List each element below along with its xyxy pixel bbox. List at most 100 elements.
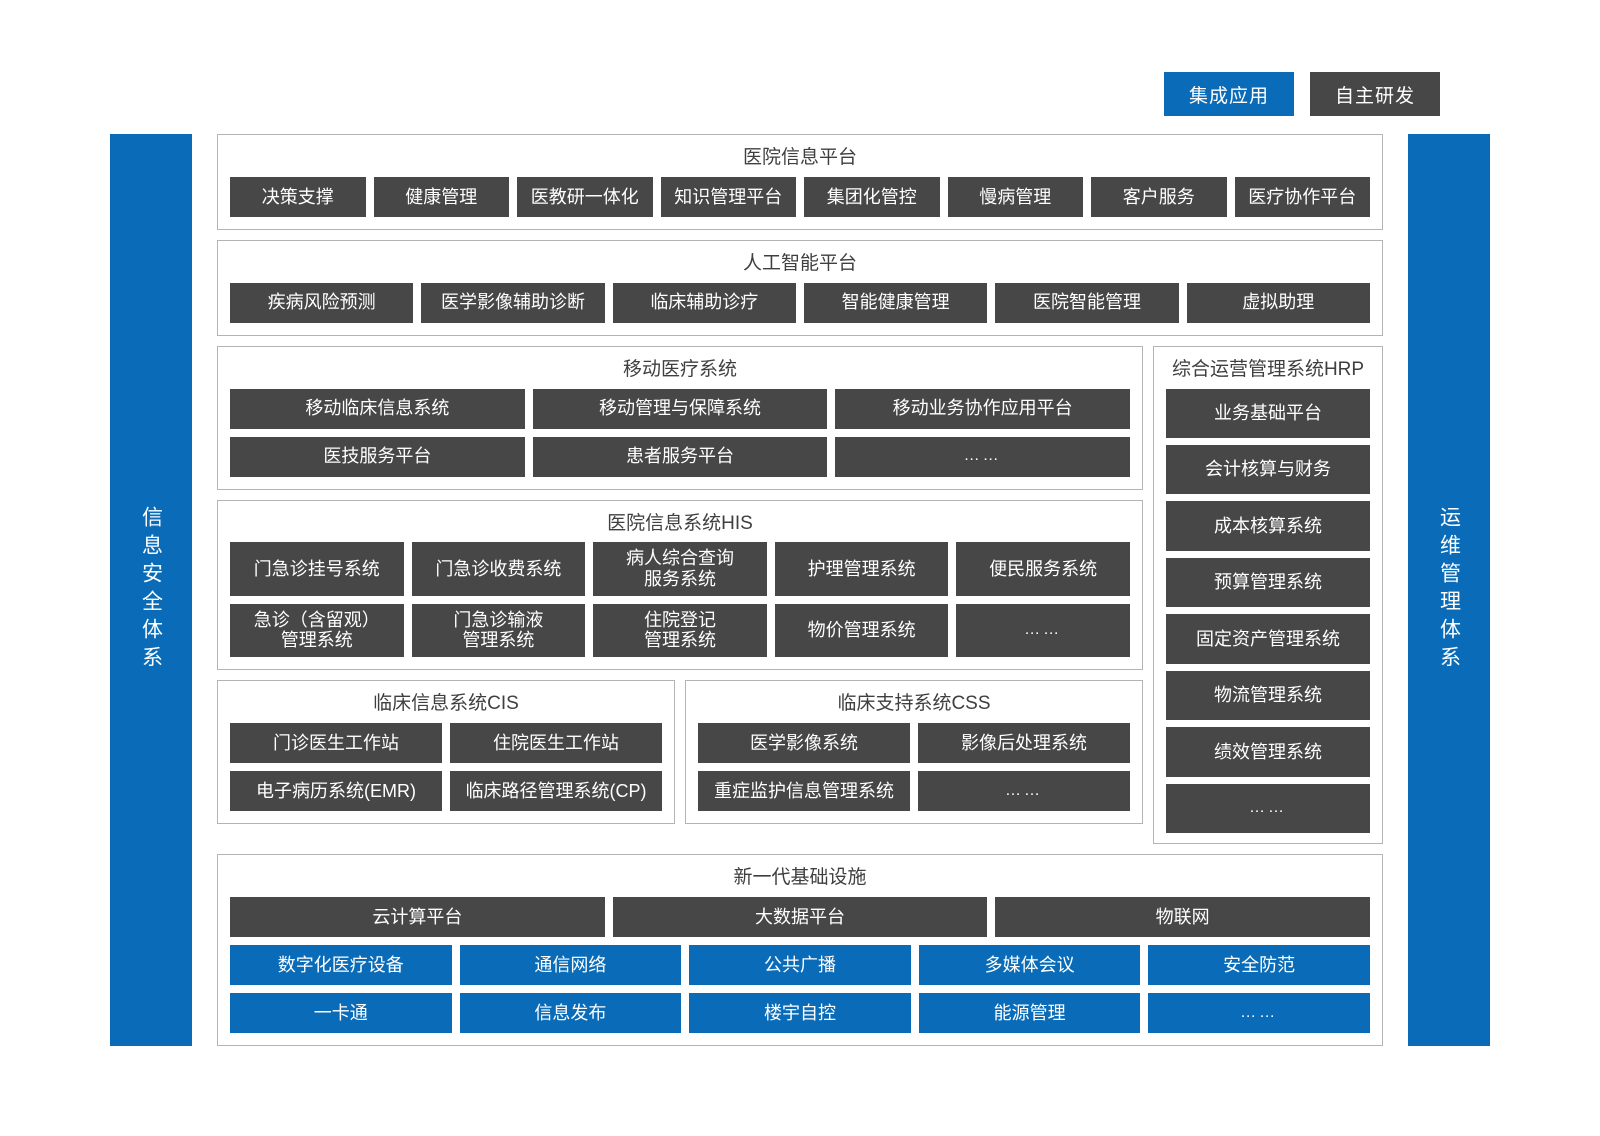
module-box[interactable]: 楼宇自控 — [689, 993, 911, 1033]
panel-title: 医院信息系统HIS — [607, 512, 753, 534]
panel-title: 临床支持系统CSS — [837, 693, 991, 715]
module-box[interactable]: 门诊医生工作站 — [230, 722, 442, 763]
panel-title: 医院信息平台 — [742, 147, 857, 168]
module-box[interactable]: 医学影像辅助诊断 — [421, 282, 605, 323]
module-box[interactable]: 固定资产管理系统 — [1166, 614, 1370, 664]
module-box[interactable]: 临床路径管理系统(CP) — [450, 770, 662, 811]
module-box[interactable]: 信息发布 — [459, 993, 682, 1033]
module-box[interactable]: 便民服务系统 — [956, 542, 1130, 596]
module-box[interactable]: 多媒体会议 — [918, 945, 1141, 985]
box-row: 医技服务平台 患者服务平台 …… — [230, 436, 1131, 477]
module-box[interactable]: 移动业务协作应用平台 — [835, 388, 1131, 429]
module-box[interactable]: 移动管理与保障系统 — [532, 388, 828, 429]
module-box[interactable]: 患者服务平台 — [532, 436, 828, 477]
module-box[interactable]: 能源管理 — [918, 993, 1141, 1033]
module-box[interactable]: 住院医生工作站 — [450, 722, 662, 763]
panel-title: 综合运营管理系统HRP — [1171, 358, 1365, 380]
sidebar-information-security: 信息安全体系 — [110, 134, 192, 1046]
module-box[interactable]: 疾病风险预测 — [230, 282, 414, 323]
module-box[interactable]: 物价管理系统 — [774, 603, 949, 658]
module-box[interactable]: 医教研一体化 — [517, 176, 653, 217]
sidebar-operations-management: 运维管理体系 — [1408, 134, 1490, 1046]
layer-mobile-medical-system: 移动医疗系统 移动临床信息系统 移动管理与保障系统 移动业务协作应用平台 医技服… — [217, 345, 1143, 490]
module-box[interactable]: 绩效管理系统 — [1166, 727, 1370, 777]
module-box-more[interactable]: …… — [1148, 993, 1370, 1033]
module-box[interactable]: 云计算平台 — [230, 897, 605, 937]
panel-title: 移动医疗系统 — [622, 358, 737, 380]
hrp-list: 业务基础平台 会计核算与财务 成本核算系统 预算管理系统 固定资产管理系统 物流… — [1166, 388, 1370, 834]
module-box[interactable]: 重症监护信息管理系统 — [698, 770, 910, 811]
layer-his: 医院信息系统HIS 门急诊挂号系统 门急诊收费系统 病人综合查询 服务系统 护理… — [217, 499, 1143, 671]
cis-css-row: 临床信息系统CIS 门诊医生工作站 住院医生工作站 电子病历系统(EMR) 临床… — [217, 680, 1143, 824]
layer-infrastructure: 新一代基础设施 云计算平台 大数据平台 物联网 数字化医疗设备 通信网络 公共广… — [217, 854, 1383, 1046]
module-box[interactable]: 护理管理系统 — [774, 542, 949, 596]
mid-right-column: 综合运营管理系统HRP 业务基础平台 会计核算与财务 成本核算系统 预算管理系统… — [1153, 345, 1383, 845]
layers-column: 医院信息平台 决策支撑 健康管理 医教研一体化 知识管理平台 集团化管控 慢病管… — [217, 134, 1383, 1046]
module-box[interactable]: 住院登记 管理系统 — [593, 603, 767, 658]
module-box[interactable]: 安全防范 — [1148, 945, 1370, 985]
architecture-frame: 信息安全体系 医院信息平台 决策支撑 健康管理 医教研一体化 知识管理平台 集团… — [110, 134, 1490, 1046]
module-box-more[interactable]: …… — [1166, 783, 1370, 834]
module-box[interactable]: 影像后处理系统 — [918, 722, 1130, 763]
box-row: 门急诊挂号系统 门急诊收费系统 病人综合查询 服务系统 护理管理系统 便民服务系… — [230, 542, 1130, 596]
box-row: 电子病历系统(EMR) 临床路径管理系统(CP) — [230, 770, 662, 811]
module-box[interactable]: 知识管理平台 — [660, 176, 796, 217]
module-box[interactable]: 一卡通 — [230, 993, 452, 1033]
panel-title: 人工智能平台 — [742, 252, 857, 274]
module-box[interactable]: 门急诊挂号系统 — [230, 542, 404, 596]
module-box[interactable]: 医院智能管理 — [995, 282, 1179, 323]
module-box[interactable]: 电子病历系统(EMR) — [230, 770, 442, 811]
box-row: 疾病风险预测 医学影像辅助诊断 临床辅助诊疗 智能健康管理 医院智能管理 虚拟助… — [230, 282, 1370, 323]
module-box[interactable]: 物联网 — [995, 897, 1371, 937]
box-row: 一卡通 信息发布 楼宇自控 能源管理 …… — [230, 993, 1370, 1033]
module-box[interactable]: 业务基础平台 — [1166, 388, 1370, 438]
module-box[interactable]: 客户服务 — [1091, 176, 1227, 217]
box-row: 云计算平台 大数据平台 物联网 — [230, 897, 1371, 937]
layer-css: 临床支持系统CSS 医学影像系统 影像后处理系统 重症监护信息管理系统 …… — [685, 680, 1143, 824]
legend-item-self-developed: 自主研发 — [1310, 72, 1440, 116]
module-box[interactable]: 集团化管控 — [804, 176, 940, 217]
module-box[interactable]: 病人综合查询 服务系统 — [593, 542, 767, 596]
module-box[interactable]: 急诊（含留观） 管理系统 — [230, 603, 404, 658]
module-box[interactable]: 通信网络 — [459, 945, 682, 985]
layer-hospital-information-platform: 医院信息平台 决策支撑 健康管理 医教研一体化 知识管理平台 集团化管控 慢病管… — [217, 134, 1383, 230]
sidebar-right-label: 运维管理体系 — [1437, 506, 1461, 674]
module-box[interactable]: 成本核算系统 — [1166, 501, 1370, 551]
box-row: 急诊（含留观） 管理系统 门急诊输液 管理系统 住院登记 管理系统 物价管理系统… — [230, 603, 1130, 658]
module-box[interactable]: 临床辅助诊疗 — [612, 282, 796, 323]
layer-hrp: 综合运营管理系统HRP 业务基础平台 会计核算与财务 成本核算系统 预算管理系统… — [1153, 345, 1383, 845]
module-box[interactable]: 慢病管理 — [947, 176, 1083, 217]
module-box-more[interactable]: …… — [918, 770, 1130, 811]
mid-zone: 移动医疗系统 移动临床信息系统 移动管理与保障系统 移动业务协作应用平台 医技服… — [217, 345, 1383, 845]
module-box[interactable]: 大数据平台 — [612, 897, 988, 937]
module-box[interactable]: 公共广播 — [689, 945, 911, 985]
module-box-more[interactable]: …… — [956, 603, 1130, 658]
module-box[interactable]: 智能健康管理 — [803, 282, 988, 323]
box-row: 重症监护信息管理系统 …… — [698, 770, 1130, 811]
module-box[interactable]: 决策支撑 — [230, 176, 366, 217]
module-box[interactable]: 预算管理系统 — [1166, 557, 1370, 608]
box-row: 移动临床信息系统 移动管理与保障系统 移动业务协作应用平台 — [230, 388, 1131, 429]
module-box[interactable]: 医技服务平台 — [230, 436, 525, 477]
layer-cis: 临床信息系统CIS 门诊医生工作站 住院医生工作站 电子病历系统(EMR) 临床… — [217, 680, 675, 824]
module-box[interactable]: 移动临床信息系统 — [230, 388, 525, 429]
box-row: 门诊医生工作站 住院医生工作站 — [230, 722, 662, 763]
module-box[interactable]: 门急诊收费系统 — [411, 542, 586, 596]
module-box[interactable]: 门急诊输液 管理系统 — [411, 603, 586, 658]
box-row: 决策支撑 健康管理 医教研一体化 知识管理平台 集团化管控 慢病管理 客户服务 … — [230, 176, 1370, 217]
box-row: 数字化医疗设备 通信网络 公共广播 多媒体会议 安全防范 — [230, 945, 1370, 985]
module-box[interactable]: 虚拟助理 — [1186, 282, 1370, 323]
box-row: 医学影像系统 影像后处理系统 — [698, 722, 1130, 763]
module-box-more[interactable]: …… — [835, 436, 1131, 477]
module-box[interactable]: 数字化医疗设备 — [230, 945, 452, 985]
layer-ai-platform: 人工智能平台 疾病风险预测 医学影像辅助诊断 临床辅助诊疗 智能健康管理 医院智… — [217, 239, 1383, 336]
module-box[interactable]: 健康管理 — [373, 176, 509, 217]
module-box[interactable]: 会计核算与财务 — [1166, 444, 1370, 495]
mid-left-column: 移动医疗系统 移动临床信息系统 移动管理与保障系统 移动业务协作应用平台 医技服… — [217, 345, 1143, 844]
module-box[interactable]: 物流管理系统 — [1166, 670, 1370, 721]
legend-label: 集成应用 — [1188, 85, 1269, 107]
module-box[interactable]: 医疗协作平台 — [1234, 176, 1370, 217]
panel-title: 临床信息系统CIS — [373, 693, 519, 715]
module-box[interactable]: 医学影像系统 — [698, 722, 910, 763]
